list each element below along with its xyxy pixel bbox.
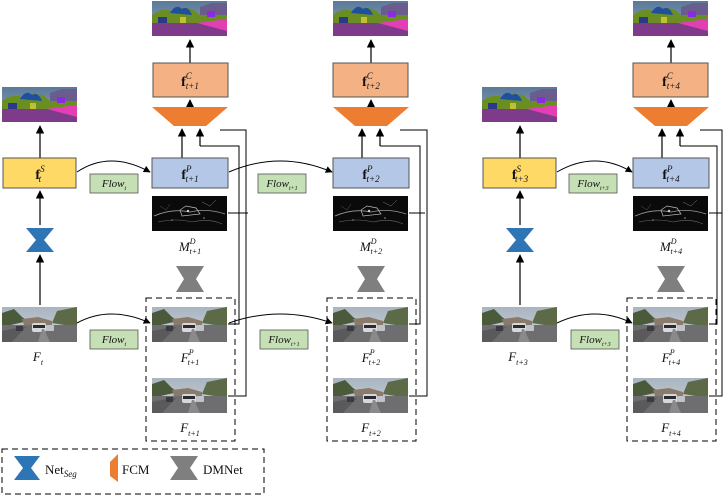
flow-box-bottom-t xyxy=(89,329,139,350)
video-frame-t2 xyxy=(333,378,408,413)
svg-text:fCt+2: fCt+2 xyxy=(362,71,380,91)
legend-netseg-icon xyxy=(14,456,40,480)
svg-text:MDt+4: MDt+4 xyxy=(659,237,682,256)
svg-text:fCt+4: fCt+4 xyxy=(662,71,680,91)
segmentation-output-t xyxy=(2,87,77,122)
difference-map-t1 xyxy=(151,195,228,232)
svg-text:fPt+4: fPt+4 xyxy=(662,164,680,184)
dmnet-icon-t4 xyxy=(657,266,685,292)
netseg-icon xyxy=(26,228,54,252)
frame-label-t: Ft xyxy=(32,349,44,367)
propagated-frame-t4 xyxy=(633,307,708,342)
fcm-icon-t4 xyxy=(633,107,709,126)
svg-text:Ft+3: Ft+3 xyxy=(507,349,528,367)
feature-prop-t4 xyxy=(632,157,710,189)
propagated-frame-t1 xyxy=(152,307,227,342)
feature-prop-t2 xyxy=(332,157,410,189)
video-frame-t3 xyxy=(482,307,557,342)
segmentation-output-t2 xyxy=(333,1,408,36)
video-frame-t1 xyxy=(152,378,227,413)
dmnet-icon-t1 xyxy=(176,266,204,292)
svg-text:Flowt+1: Flowt+1 xyxy=(267,334,299,348)
flow-box-bottom-t3 xyxy=(570,329,620,350)
svg-text:MDt+1: MDt+1 xyxy=(178,237,201,256)
feature-seg-t xyxy=(2,157,77,189)
legend-dmnet-label: DMNet xyxy=(203,462,243,477)
dmnet-icon-t2 xyxy=(357,266,385,292)
svg-text:fCt+1: fCt+1 xyxy=(181,71,199,91)
svg-text:FPt+4: FPt+4 xyxy=(661,348,680,367)
segmentation-output-t4 xyxy=(633,1,708,36)
svg-text:Ft+2: Ft+2 xyxy=(360,420,381,438)
svg-text:Flowt: Flowt xyxy=(101,178,127,192)
netseg-icon-t3 xyxy=(506,228,534,252)
feature-corr-t4 xyxy=(632,62,709,98)
video-frame-t xyxy=(2,307,77,342)
svg-text:FPt+2: FPt+2 xyxy=(361,348,380,367)
legend-fcm-label: FCM xyxy=(122,462,150,477)
difference-map-t2 xyxy=(332,195,409,232)
group-box-t1 xyxy=(145,297,236,442)
flow-box-bottom-t1 xyxy=(259,329,309,350)
segmentation-output-t1 xyxy=(152,1,227,36)
fcm-icon-t2 xyxy=(333,107,409,126)
segmentation-output-t3 xyxy=(482,87,557,122)
svg-text:Ft+4: Ft+4 xyxy=(660,420,681,438)
feature-prop-t1 xyxy=(151,157,229,189)
svg-text:MDt+2: MDt+2 xyxy=(359,237,382,256)
group-box-t2 xyxy=(326,297,417,442)
svg-text:Flowt+3: Flowt+3 xyxy=(576,178,608,192)
svg-text:Flowt+3: Flowt+3 xyxy=(578,334,610,348)
svg-text:Flowt: Flowt xyxy=(101,334,127,348)
flow-box-top-t3 xyxy=(568,173,618,194)
video-frame-t4 xyxy=(633,378,708,413)
fcm-icon-t1 xyxy=(152,107,228,126)
legend-dmnet-icon xyxy=(170,456,198,480)
difference-map-t4 xyxy=(632,195,709,232)
propagated-frame-t2 xyxy=(333,307,408,342)
flow-box-top-t xyxy=(89,173,139,194)
svg-text:fPt+2: fPt+2 xyxy=(362,164,380,184)
svg-text:FPt+1: FPt+1 xyxy=(180,348,199,367)
feature-corr-t1 xyxy=(152,62,229,98)
legend-netseg-label: NetSeg xyxy=(45,462,77,479)
legend-fcm-icon xyxy=(110,454,118,482)
svg-text:Flowt+1: Flowt+1 xyxy=(265,178,297,192)
legend-box xyxy=(1,448,265,495)
svg-text:fPt+1: fPt+1 xyxy=(181,164,198,184)
group-box-t4 xyxy=(626,297,717,442)
svg-text:fSt+3: fSt+3 xyxy=(512,164,529,184)
feature-corr-t2 xyxy=(332,62,409,98)
svg-text:Ft+1: Ft+1 xyxy=(179,420,200,438)
feature-seg-t3 xyxy=(482,157,557,189)
flow-box-top-t1 xyxy=(257,173,307,194)
